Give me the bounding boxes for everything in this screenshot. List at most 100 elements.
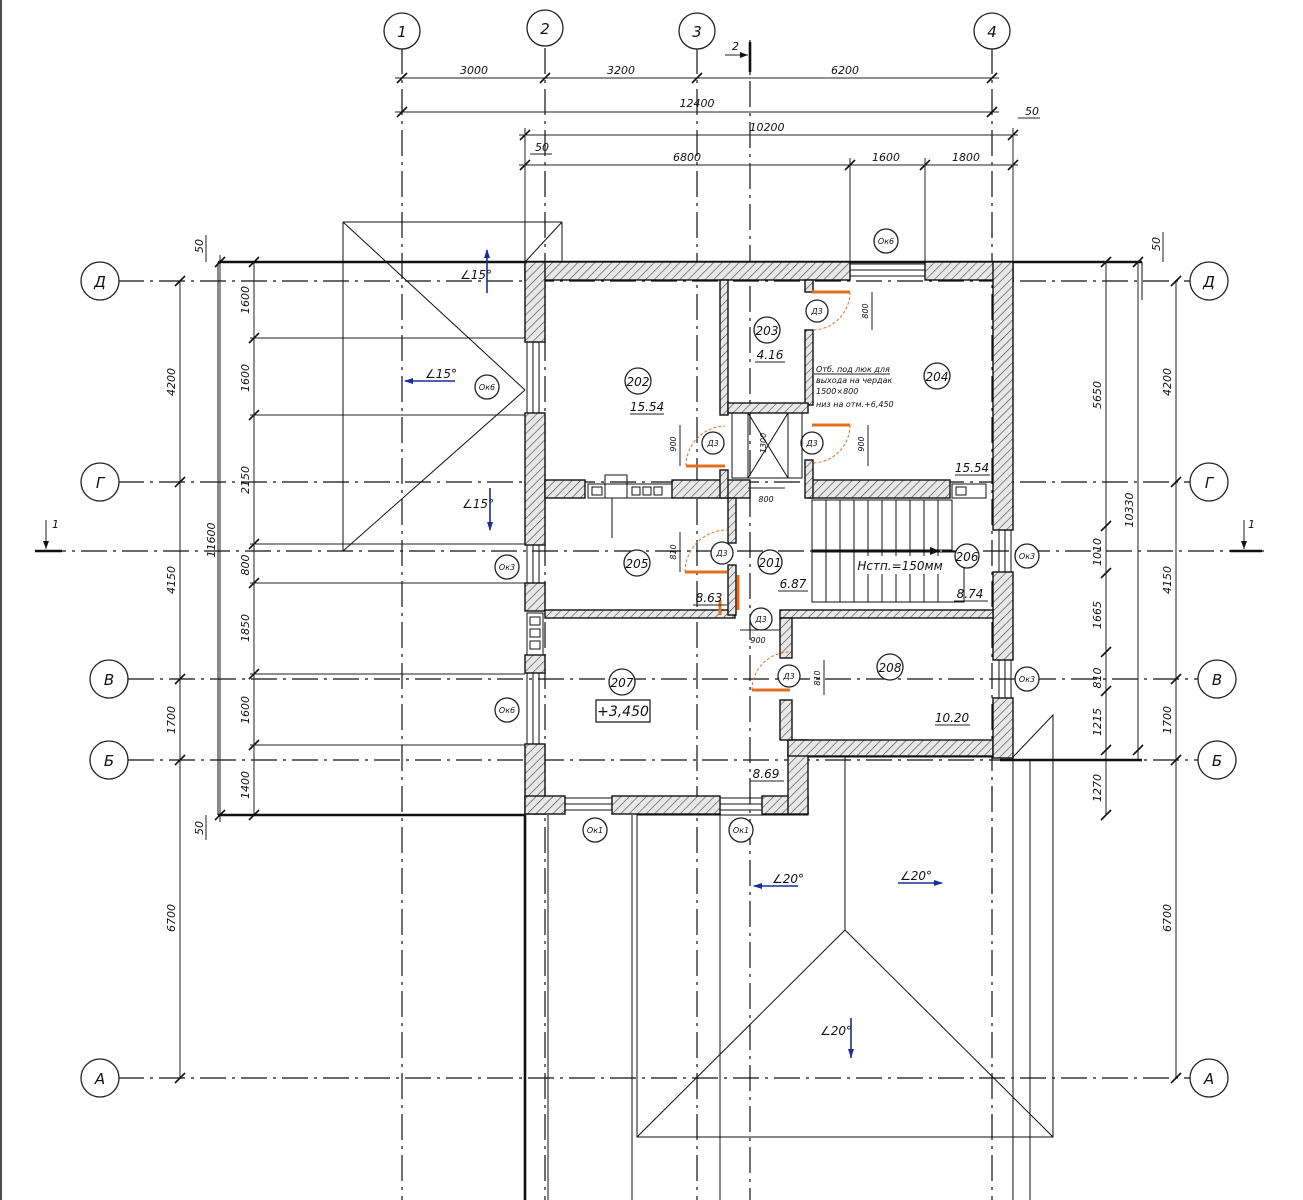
svg-text:1600: 1600 <box>239 696 252 724</box>
svg-text:Ок1: Ок1 <box>587 826 603 835</box>
svg-text:2: 2 <box>732 40 739 53</box>
svg-text:1700: 1700 <box>1161 706 1174 734</box>
svg-text:∠15°: ∠15° <box>460 268 492 282</box>
svg-text:+3,450: +3,450 <box>597 704 649 720</box>
door-tag-3: Д3 <box>800 431 824 455</box>
svg-text:1300: 1300 <box>759 433 768 453</box>
axis-bubble-g-left: Г <box>80 462 120 502</box>
svg-text:2: 2 <box>540 20 550 38</box>
doors <box>684 290 851 692</box>
svg-text:выхода на чердак: выхода на чердак <box>816 376 892 385</box>
svg-text:∠15°: ∠15° <box>462 497 494 511</box>
room-206-area: 8.74 <box>957 587 984 601</box>
room-206: 206 8.74 <box>954 543 988 602</box>
room-204: 204 15.54 <box>923 362 990 476</box>
svg-text:Ок6: Ок6 <box>878 237 894 246</box>
svg-text:4: 4 <box>987 23 997 41</box>
shaft <box>731 412 803 479</box>
slope-arrow-5: ∠20° <box>898 869 943 886</box>
svg-text:900: 900 <box>750 636 765 645</box>
axis-bubble-a-left: А <box>80 1058 120 1098</box>
room-205-area: 8.63 <box>696 591 723 605</box>
axis-bubble-2: 2 <box>526 9 564 47</box>
dim-offset-50-top-left: 50 <box>535 141 549 154</box>
room-202-area: 15.54 <box>630 400 664 414</box>
room-205: 205 8.63 <box>623 549 727 606</box>
room-204-area: 15.54 <box>955 461 989 475</box>
slope-arrow-2: ∠15° <box>404 367 457 384</box>
svg-text:3: 3 <box>692 23 702 41</box>
svg-text:∠20°: ∠20° <box>772 872 804 886</box>
svg-text:∠20°: ∠20° <box>900 869 932 883</box>
svg-text:207: 207 <box>611 676 634 690</box>
svg-text:900: 900 <box>857 436 866 451</box>
section-mark-top: 2 <box>725 40 752 72</box>
svg-text:1600: 1600 <box>239 364 252 392</box>
svg-text:4150: 4150 <box>165 566 178 594</box>
room-202: 202 15.54 <box>624 367 664 415</box>
svg-text:Д3: Д3 <box>805 439 817 448</box>
svg-text:203: 203 <box>756 324 779 338</box>
window-tag-ok1-1: Ок1 <box>582 817 608 843</box>
svg-text:50: 50 <box>193 239 206 253</box>
svg-text:А: А <box>1203 1070 1214 1088</box>
axis-bubble-d-left: Д <box>80 261 120 301</box>
svg-text:2150: 2150 <box>239 466 252 494</box>
svg-text:В: В <box>1212 671 1222 689</box>
svg-text:Д3: Д3 <box>782 672 794 681</box>
roof-outlines <box>217 221 1143 1200</box>
axis-bubble-b-left: Б <box>89 740 129 780</box>
svg-text:900: 900 <box>669 436 678 451</box>
svg-text:Ок6: Ок6 <box>499 706 515 715</box>
svg-text:208: 208 <box>879 661 902 675</box>
svg-text:Ок3: Ок3 <box>1019 675 1035 684</box>
svg-text:4200: 4200 <box>165 368 178 396</box>
svg-text:Д: Д <box>93 273 106 291</box>
svg-text:Б: Б <box>1212 752 1222 770</box>
dim-6800: 6800 <box>673 151 701 164</box>
svg-text:1850: 1850 <box>239 614 252 642</box>
svg-text:1010: 1010 <box>1091 538 1104 566</box>
axis-lines <box>40 40 1265 1200</box>
door-tag-4: Д3 <box>710 541 734 565</box>
axis-bubble-a-right: А <box>1189 1058 1229 1098</box>
svg-text:800: 800 <box>239 555 252 576</box>
svg-text:Д3: Д3 <box>706 439 718 448</box>
svg-text:11600: 11600 <box>205 523 218 558</box>
svg-text:Отб. под люк для: Отб. под люк для <box>816 365 890 374</box>
svg-text:Д3: Д3 <box>810 307 822 316</box>
svg-text:1270: 1270 <box>1091 774 1104 802</box>
svg-text:Б: Б <box>104 752 114 770</box>
axis-bubble-d-right: Д <box>1189 261 1229 301</box>
dim-12400: 12400 <box>680 97 715 110</box>
svg-text:1215: 1215 <box>1091 708 1104 736</box>
window-tag-ok3-right-2: Ок3 <box>1014 666 1040 692</box>
svg-text:1500×800: 1500×800 <box>816 387 858 396</box>
svg-text:Ок3: Ок3 <box>499 563 515 572</box>
room-207: 207 8.69 <box>608 668 784 782</box>
room-207-area: 8.69 <box>753 767 780 781</box>
svg-text:∠15°: ∠15° <box>425 367 457 381</box>
svg-text:6700: 6700 <box>1161 904 1174 932</box>
axis-bubble-3: 3 <box>678 12 716 50</box>
svg-text:10330: 10330 <box>1123 493 1136 528</box>
attic-hatch-note: Отб. под люк для выхода на чердак 1500×8… <box>814 365 894 409</box>
window-tag-ok6-top: Ок6 <box>873 228 899 254</box>
svg-text:1: 1 <box>397 23 407 41</box>
walls <box>524 261 1014 815</box>
svg-text:Д: Д <box>1202 273 1215 291</box>
dim-1600: 1600 <box>872 151 900 164</box>
svg-text:Г: Г <box>96 474 106 492</box>
svg-text:50: 50 <box>1150 237 1163 251</box>
axis-bubble-g-right: Г <box>1189 462 1229 502</box>
fixtures <box>526 474 987 656</box>
room-201-area: 6.87 <box>780 577 807 591</box>
svg-text:50: 50 <box>193 821 206 835</box>
svg-text:206: 206 <box>956 550 979 564</box>
slope-arrow-6: ∠20° <box>820 1018 854 1058</box>
section-mark-left: 1 <box>35 518 62 553</box>
slope-arrow-3: ∠15° <box>462 488 494 531</box>
room-208: 208 10.20 <box>876 653 970 726</box>
svg-text:800: 800 <box>758 495 773 504</box>
